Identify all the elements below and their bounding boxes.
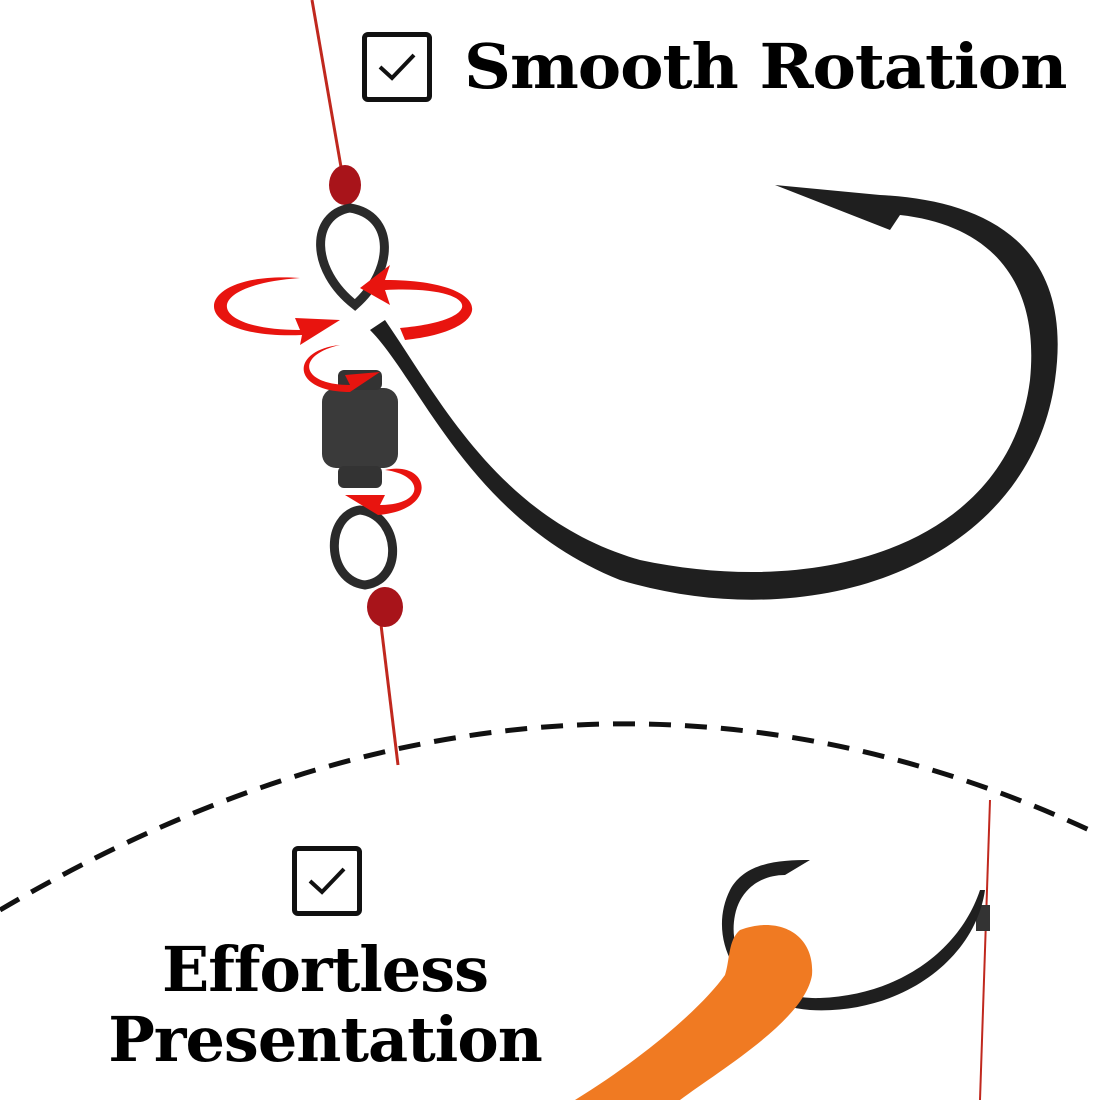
fishing-line-bottom — [376, 599, 400, 766]
hook-icon — [370, 185, 1058, 600]
knot-bottom-icon — [367, 587, 403, 627]
feature-label-line2: Presentation — [108, 1003, 543, 1076]
feature-effortless-presentation: Effortless Presentation — [40, 935, 610, 1075]
dashed-divider — [0, 721, 1100, 913]
checkbox-checked-icon — [362, 31, 432, 102]
feature-smooth-rotation: Smooth Rotation — [362, 30, 1067, 103]
checkbox-checked-icon — [292, 846, 362, 916]
feature-label: Smooth Rotation — [464, 30, 1067, 103]
small-hook-icon — [721, 860, 985, 1011]
swivel-icon — [316, 203, 398, 590]
feature-label-line1: Effortless — [161, 933, 489, 1006]
rotation-arrow-icon — [213, 265, 473, 515]
knot-top-icon — [329, 165, 361, 205]
fishing-line-top — [310, 0, 347, 191]
swivel-barrel — [322, 388, 398, 468]
soft-bait-worm — [575, 925, 813, 1100]
